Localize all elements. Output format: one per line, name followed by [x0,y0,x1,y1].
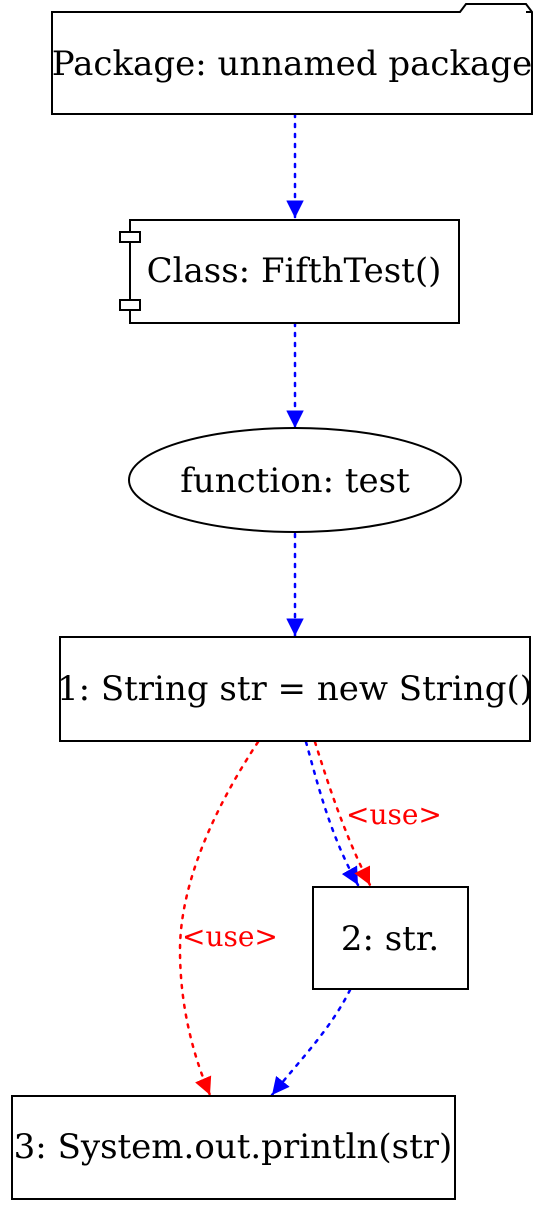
statement-3-node: 3: System.out.println(str) [11,1095,456,1200]
statement-2-label: 2: str. [341,919,439,959]
statement-3-label: 3: System.out.println(str) [14,1127,453,1167]
statement-2-node: 2: str. [312,886,469,990]
statement-1-node: 1: String str = new String() [57,636,533,742]
package-label: Package: unnamed package [52,44,532,84]
edge-stmt1-to-stmt2-containment [304,740,360,887]
class-label: Class: FifthTest() [147,251,442,291]
class-node: Class: FifthTest() [119,219,460,324]
edge-stmt1-to-stmt3-use [178,740,260,1097]
statement-1-label: 1: String str = new String() [57,669,533,709]
use-label-stmt1-stmt2: <use> [346,798,442,831]
function-label: function: test [180,461,410,501]
package-node: Package: unnamed package [51,3,533,115]
use-label-stmt1-stmt3: <use> [182,920,278,953]
edge-stmt2-to-stmt3 [270,988,352,1097]
function-node: function: test [128,427,462,533]
